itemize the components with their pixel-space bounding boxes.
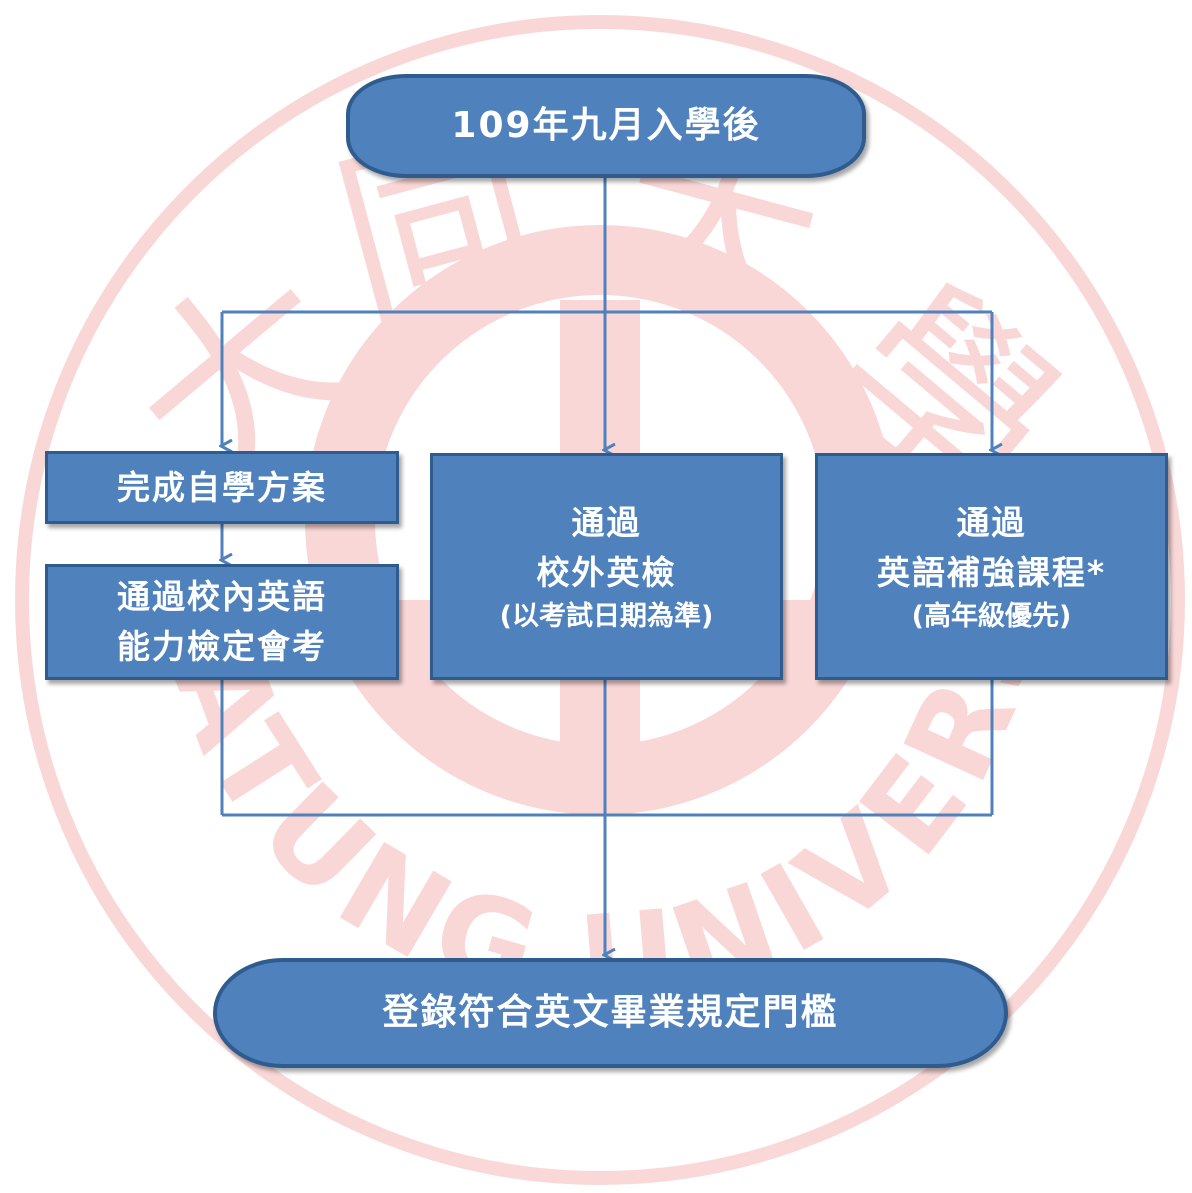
right-box-line1: 通過 <box>956 502 1027 542</box>
right-box-line2: 英語補強課程* <box>876 552 1107 592</box>
connectors <box>222 178 992 955</box>
left-box-internal-test-line1: 通過校內英語 <box>117 577 327 616</box>
middle-box-note: (以考試日期為準) <box>499 600 714 632</box>
right-box-remedial-course: 通過 英語補強課程* (高年級優先) <box>815 453 1168 680</box>
middle-box-line1: 通過 <box>571 502 642 542</box>
start-label: 109年九月入學後 <box>451 105 761 146</box>
end-label: 登錄符合英文畢業規定門檻 <box>382 992 839 1033</box>
right-box-note: (高年級優先) <box>911 600 1072 632</box>
left-box-internal-test: 通過校內英語 能力檢定會考 <box>45 564 399 680</box>
left-box-internal-test-line2: 能力檢定會考 <box>117 627 327 666</box>
left-box-self-study: 完成自學方案 <box>45 451 399 524</box>
middle-box-external-exam: 通過 校外英檢 (以考試日期為準) <box>430 453 783 680</box>
watermark-outer-ring <box>15 15 1185 1185</box>
middle-box-line2: 校外英檢 <box>536 552 677 592</box>
left-box-self-study-label: 完成自學方案 <box>117 467 327 507</box>
start-node: 109年九月入學後 <box>346 74 866 178</box>
end-node: 登錄符合英文畢業規定門檻 <box>213 958 1008 1068</box>
